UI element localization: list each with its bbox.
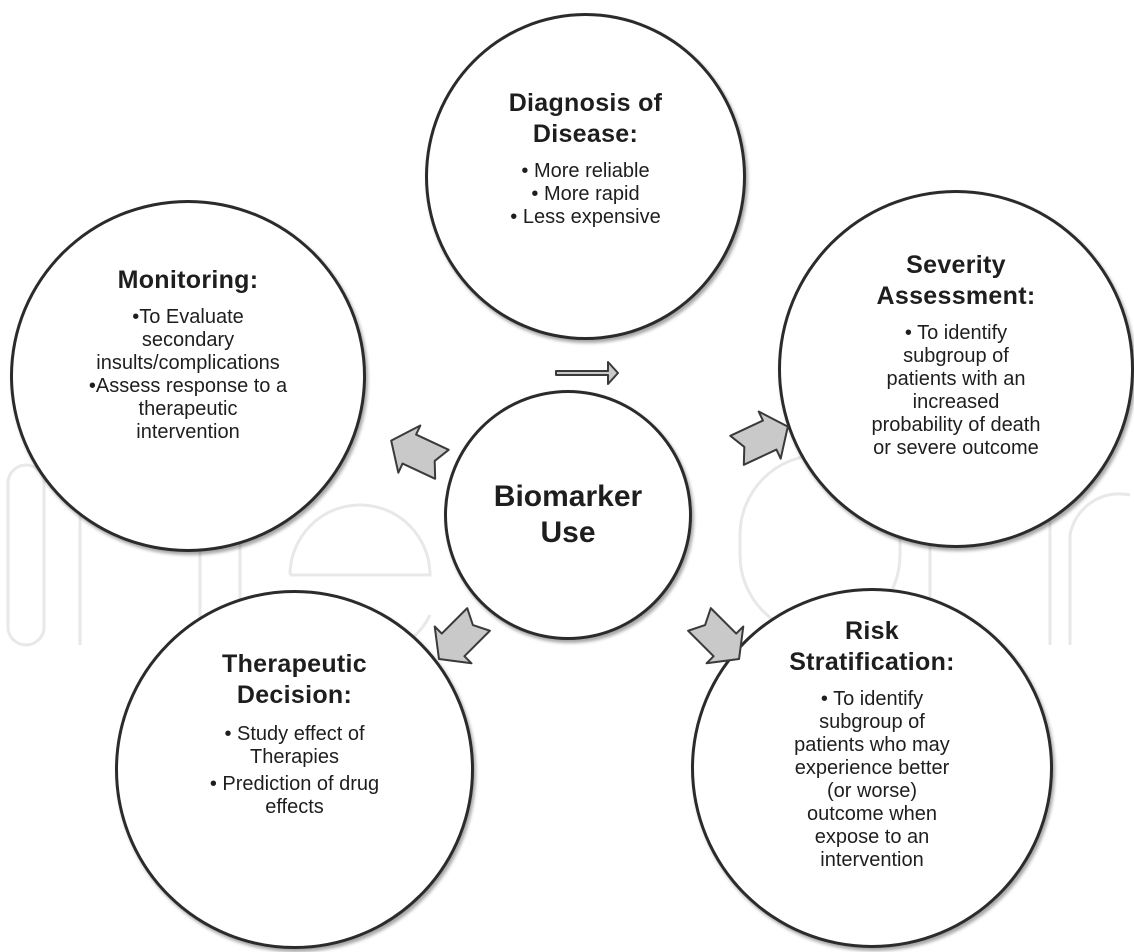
- node-monitoring-item: intervention: [136, 421, 240, 443]
- node-severity-title-1: Severity: [906, 251, 1006, 279]
- node-severity-item: patients with an: [886, 368, 1026, 390]
- node-severity-item: subgroup of: [903, 345, 1009, 367]
- arrow-to-severity-icon: [729, 410, 789, 466]
- node-monitoring-item: therapeutic: [138, 398, 238, 420]
- node-diagnosis-item: • More rapid: [531, 183, 640, 205]
- node-therapeutic-item: • Prediction of drug: [209, 773, 380, 795]
- node-monitoring-item: •Assess response to a: [88, 375, 288, 397]
- center-title-1: Biomarker: [493, 480, 643, 513]
- node-therapeutic-title-1: Therapeutic: [222, 650, 367, 678]
- node-monitoring-title: Monitoring:: [117, 266, 259, 294]
- node-risk-item: expose to an: [814, 826, 930, 848]
- node-monitoring-item: •To Evaluate: [132, 306, 244, 328]
- arrow-to-risk-icon: [687, 607, 745, 665]
- node-monitoring-item: secondary: [141, 329, 235, 351]
- node-severity-item: • To identify: [904, 322, 1008, 344]
- node-risk-title-2: Stratification:: [789, 648, 955, 676]
- node-risk-item: patients who may: [794, 734, 950, 756]
- node-risk-item: (or worse): [826, 780, 917, 802]
- node-severity-title-2: Assessment:: [876, 282, 1036, 310]
- node-monitoring-item: insults/complications: [96, 352, 280, 374]
- node-diagnosis: Diagnosis of Disease: • More reliable • …: [425, 13, 746, 340]
- node-therapeutic-item: • Study effect of: [224, 723, 365, 745]
- node-risk-item: • To identify: [820, 688, 924, 710]
- node-therapeutic-item: Therapies: [250, 746, 339, 768]
- node-diagnosis-title-1: Diagnosis of: [508, 89, 663, 117]
- node-severity-item: probability of death: [871, 414, 1041, 436]
- node-diagnosis-item: • Less expensive: [510, 206, 661, 228]
- node-risk-item: subgroup of: [819, 711, 925, 733]
- node-risk-item: outcome when: [806, 803, 938, 825]
- node-therapeutic: Therapeutic Decision: • Study effect of …: [115, 590, 474, 949]
- node-therapeutic-item: effects: [265, 796, 324, 818]
- node-severity-item: or severe outcome: [873, 437, 1039, 459]
- center-title-2: Use: [540, 516, 596, 549]
- center-node: Biomarker Use: [444, 390, 692, 640]
- arrow-to-therapeutic-icon: [433, 607, 491, 665]
- node-severity-item: increased: [912, 391, 1000, 413]
- node-therapeutic-title-2: Decision:: [236, 681, 353, 709]
- node-risk: Risk Stratification: • To identify subgr…: [691, 588, 1053, 948]
- arrow-to-monitoring-icon: [390, 424, 450, 480]
- node-severity: Severity Assessment: • To identify subgr…: [778, 190, 1134, 548]
- node-risk-item: experience better: [794, 757, 950, 779]
- node-risk-title-1: Risk: [844, 617, 899, 645]
- node-monitoring: Monitoring: •To Evaluate secondary insul…: [10, 200, 366, 552]
- node-diagnosis-title-2: Disease:: [532, 120, 639, 148]
- arrow-to-diagnosis-icon: [555, 361, 619, 385]
- node-diagnosis-item: • More reliable: [521, 160, 650, 182]
- node-risk-item: intervention: [820, 849, 924, 871]
